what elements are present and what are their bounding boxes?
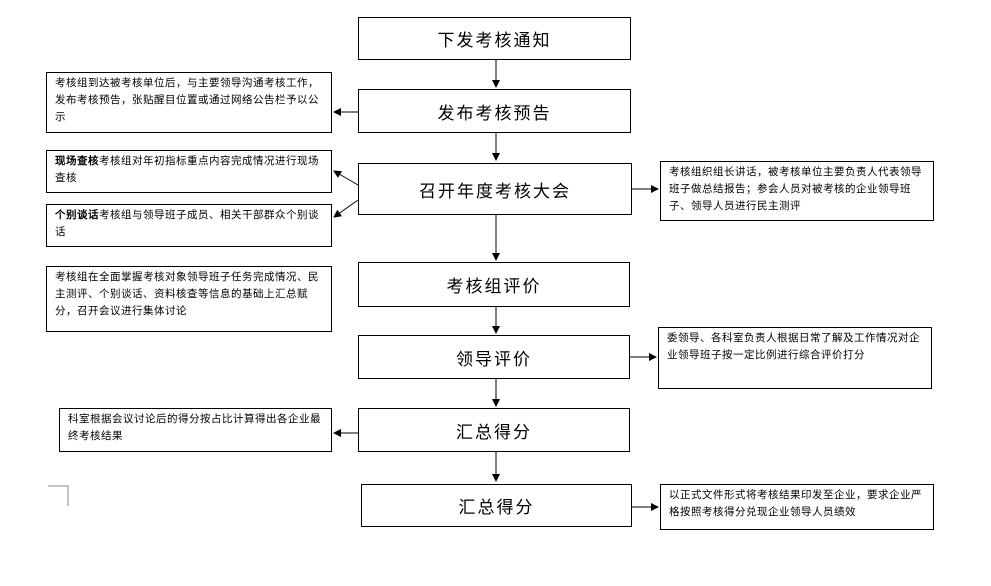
note-meeting: 考核组织组长讲话，被考核单位主要负责人代表领导班子做总结报告；参会人员对被考核的… [660,161,934,221]
note-summary-score: 科室根据会议讨论后的得分按占比计算得出各企业最终考核结果 [59,408,332,452]
note-site-check: 现场查核考核组对年初指标重点内容完成情况进行现场查核 [46,150,332,193]
step-group-evaluation: 考核组评价 [358,262,630,307]
arrow-s3-site [333,170,359,186]
step-summary-score-1: 汇总得分 [358,408,630,452]
step-annual-meeting: 召开年度考核大会 [358,163,632,215]
note-individual-talk-text: 考核组与领导班子成员、相关干部群众个别谈话 [55,209,319,238]
note-site-check-title: 现场查核 [55,155,99,167]
note-leader-evaluation: 委领导、各科室负责人根据日常了解及工作情况对企业领导班子按一定比例进行综合评价打… [658,327,932,389]
step-publish-preview: 发布考核预告 [358,89,631,133]
step-summary-score-2: 汇总得分 [361,484,632,527]
corner-mark [48,485,69,506]
step-leader-evaluation: 领导评价 [358,335,630,379]
note-preview: 考核组到达被考核单位后，与主要领导沟通考核工作，发布考核预告，张贴醒目位置或通过… [46,72,332,133]
note-group-evaluation: 考核组在全面掌握考核对象领导班子任务完成情况、民主测评、个别谈话、资料核查等信息… [46,266,332,332]
note-individual-talk-title: 个别谈话 [55,209,99,221]
note-individual-talk: 个别谈话考核组与领导班子成员、相关干部群众个别谈话 [46,204,332,247]
note-final-result: 以正式文件形式将考核结果印发至企业，要求企业严格按照考核得分兑现企业领导人员绩效 [660,484,934,530]
step-issue-notice: 下发考核通知 [358,17,631,60]
arrow-s3-talk [333,199,359,218]
note-site-check-text: 考核组对年初指标重点内容完成情况进行现场查核 [55,155,319,184]
